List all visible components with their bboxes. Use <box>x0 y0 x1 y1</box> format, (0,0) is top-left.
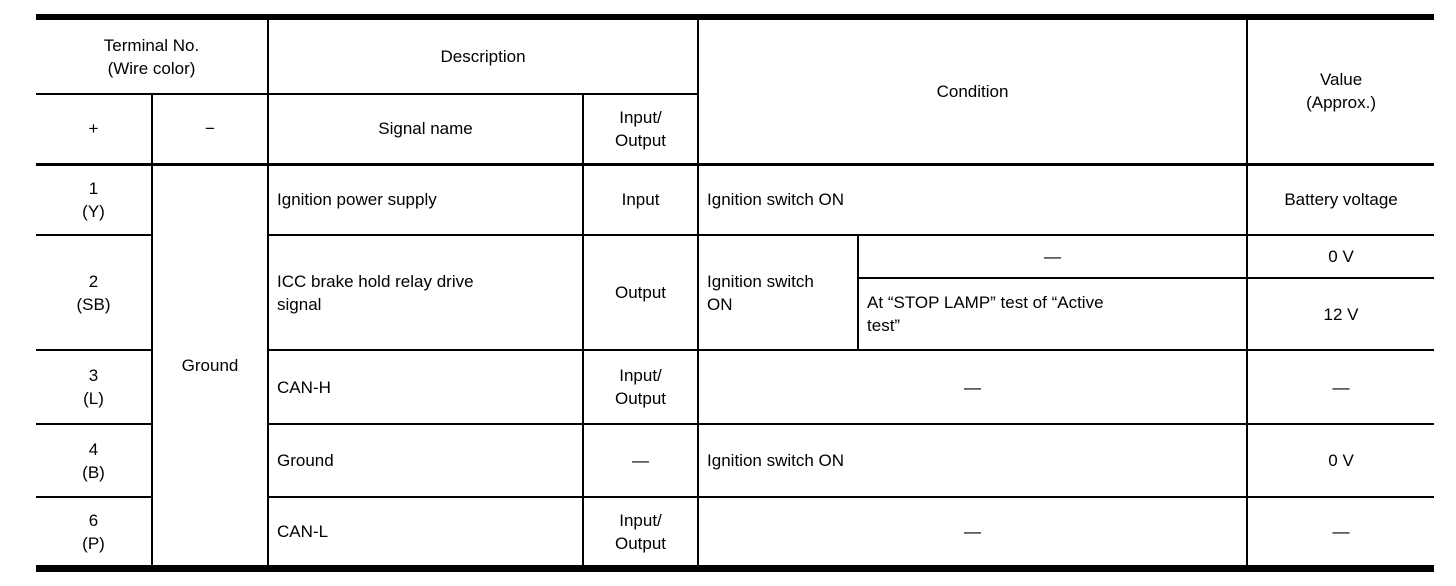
header-row-1: Terminal No. (Wire color) Description Co… <box>34 19 1436 166</box>
signal-cell: Ground <box>267 423 585 498</box>
header-signal-name: Signal name <box>267 93 585 166</box>
io-cell: Input <box>582 163 700 236</box>
header-value: Value (Approx.) <box>1246 19 1436 166</box>
io-cell: Input/ Output <box>582 349 700 425</box>
value-cell: 0 V <box>1246 423 1436 498</box>
value-cell: Battery voltage <box>1246 163 1436 236</box>
value-cell: — <box>1246 496 1436 566</box>
value-cell: 0 V <box>1246 234 1436 279</box>
io-cell: Input/ Output <box>582 496 700 566</box>
signal-cell: CAN-H <box>267 349 585 425</box>
condition-cell: — <box>697 496 1249 566</box>
header-condition: Condition <box>697 19 1249 166</box>
condition-main-cell: Ignition switch ON <box>697 234 860 351</box>
value-cell: 12 V <box>1246 277 1436 351</box>
header-plus: + <box>35 93 153 166</box>
condition-sub-cell: At “STOP LAMP” test of “Active test” <box>857 277 1249 351</box>
terminal-cell: 3 (L) <box>35 349 153 425</box>
signal-cell: Ignition power supply <box>267 163 585 236</box>
header-input-output: Input/ Output <box>582 93 700 166</box>
header-description: Description <box>267 19 700 95</box>
io-cell: — <box>582 423 700 498</box>
io-cell: Output <box>582 234 700 351</box>
terminal-cell: 4 (B) <box>35 423 153 498</box>
table-row-terminal-3: 3 (L) CAN-H Input/ Output — — <box>35 349 1436 425</box>
terminal-cell: 1 (Y) <box>35 163 153 236</box>
table-row-terminal-4: 4 (B) Ground — Ignition switch ON 0 V <box>35 423 1436 498</box>
ground-cell: Ground <box>150 163 270 566</box>
condition-cell: Ignition switch ON <box>697 423 1249 498</box>
header-row-2: + − Signal name Input/ Output <box>35 93 1434 166</box>
table-row-terminal-6: 6 (P) CAN-L Input/ Output — — <box>35 496 1436 566</box>
header-terminal-no: Terminal No. (Wire color) <box>34 19 270 95</box>
terminal-spec-table-wrapper: Terminal No. (Wire color) Description Co… <box>34 14 1436 572</box>
condition-cell: — <box>697 349 1249 425</box>
header-minus: − <box>150 93 270 166</box>
terminal-cell: 6 (P) <box>35 496 153 566</box>
table-row-terminal-2a: 2 (SB) ICC brake hold relay drive signal… <box>35 234 1436 351</box>
terminal-spec-table: Terminal No. (Wire color) Description Co… <box>34 19 1436 566</box>
signal-cell: ICC brake hold relay drive signal <box>267 234 585 351</box>
table-row-terminal-2b: At “STOP LAMP” test of “Active test” 12 … <box>36 277 1436 351</box>
table-row-terminal-1: 1 (Y) Ground Ignition power supply Input… <box>35 163 1436 566</box>
terminal-cell: 2 (SB) <box>35 234 153 351</box>
condition-cell: Ignition switch ON <box>697 163 1249 236</box>
value-cell: — <box>1246 349 1436 425</box>
signal-cell: CAN-L <box>267 496 585 566</box>
condition-sub-cell: — <box>857 234 1249 279</box>
